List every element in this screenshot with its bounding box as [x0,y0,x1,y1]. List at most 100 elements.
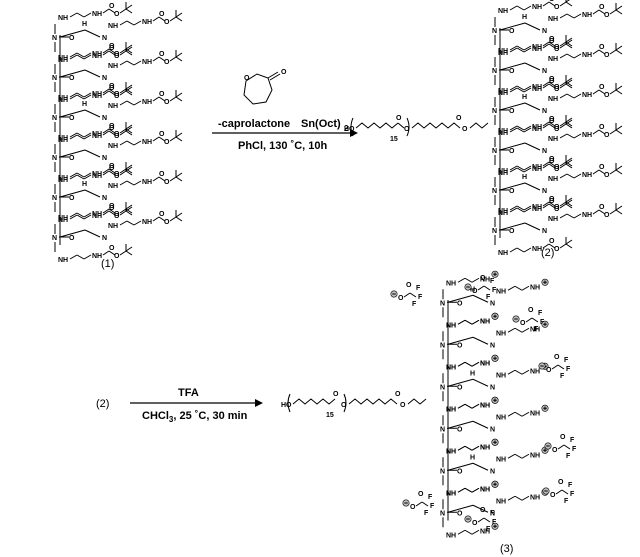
boc-ester-o-label: O [604,132,610,139]
bond [464,319,473,325]
bond [565,77,573,83]
bond [83,172,92,178]
boc-carbonyl-o-label: O [549,158,555,165]
bond [76,132,85,138]
amide-nh-label: NH [446,490,456,497]
bond [477,517,485,523]
ammonium-label: NH [480,402,490,409]
bond [84,29,101,38]
amide-nh-label: NH [498,168,508,175]
bond [464,277,473,283]
reagent-catalyst-subscript: 2 [344,124,349,133]
bond [59,149,86,158]
bond [565,41,573,47]
amide-h-label: H [82,101,87,108]
bond [472,420,489,429]
tertiary-n-label: N [492,28,497,35]
bond [615,89,623,95]
bond [175,16,183,22]
tertiary-n-label: N [492,68,497,75]
bond [514,495,523,501]
bond [126,20,135,26]
bond [566,213,575,219]
bond [523,125,532,131]
compound-2-carbonyl-o2: O [456,115,462,122]
bond [548,201,556,207]
tertiary-n-label: N [102,35,107,42]
bond [557,364,565,370]
bond [565,239,573,245]
amide-nh-label: NH [498,50,508,57]
fluorine-label: F [492,519,497,526]
amide-nh-label: NH [496,498,506,505]
tfa-carbonyl-o-label: O [554,354,560,361]
boc-carbonyl-o-label: O [159,211,165,218]
boc-ester-o-label: O [554,166,560,173]
tfa-carbonyl-o-label: O [418,491,424,498]
ammonium-label: NH [480,276,490,283]
tertiary-n-label: N [542,148,547,155]
amide-nh-label: NH [446,406,456,413]
bond [126,180,135,186]
amide-nh-label: NH [446,448,456,455]
boc-ester-o-label: O [554,46,560,53]
bond [69,92,78,98]
bond [592,49,600,55]
bond [509,125,518,131]
reaction-arrow-2-head [255,399,263,407]
bond [516,85,525,91]
bond [521,495,530,501]
tfa-o-label: O [472,520,478,527]
bond [516,5,525,11]
bond [133,100,142,106]
bond [598,9,606,15]
amide-h-label: H [82,21,87,28]
amide-nh-label: NH [58,215,68,222]
boc-ester-o-label: O [604,92,610,99]
bond [158,136,166,142]
tfa-carbonyl-o-label: O [560,434,566,441]
reagent-tfa: TFA [178,387,199,399]
amide-nh-label: NH [496,372,506,379]
bond [83,52,92,58]
boc-carbonyl-o-label: O [159,91,165,98]
boc-ester-o-label: O [114,11,120,18]
bond [615,205,623,211]
bond [559,203,567,209]
bond [69,132,78,138]
bond [175,56,183,62]
amide-nh-label: NH [446,280,456,287]
bond [119,130,127,136]
carbamate-nh-label: NH [92,11,102,18]
carbamate-nh-label: NH [532,124,542,131]
bond [548,243,556,249]
carbamate-nh-label: NH [532,164,542,171]
compound-3-ester-o2: O [400,402,406,409]
bond [152,176,160,182]
carbamate-nh-label: NH [92,171,102,178]
bond [169,16,177,22]
bond [472,462,489,471]
bond [523,207,532,213]
tertiary-n-label: N [490,342,495,349]
bond [565,117,573,123]
bond [559,43,567,49]
bond [615,129,623,135]
bond [84,189,101,198]
reaction-arrow-1-head [350,129,358,137]
boc-ester-o-label: O [164,139,170,146]
bond [565,157,573,163]
ammonium-label: NH [530,326,540,333]
bond [592,209,600,215]
amide-o-label: O [509,28,515,35]
boc-ester-o-label: O [604,212,610,219]
compound-3-label: (3) [500,543,513,555]
amide-nh-label: NH [108,183,118,190]
amide-h-label: H [522,14,527,21]
bond [523,247,532,253]
fluorine-label: F [412,301,417,308]
amide-nh-label: NH [496,456,506,463]
amide-nh-label: NH [446,322,456,329]
bond [598,49,606,55]
boc-carbonyl-o-label: O [109,245,115,252]
